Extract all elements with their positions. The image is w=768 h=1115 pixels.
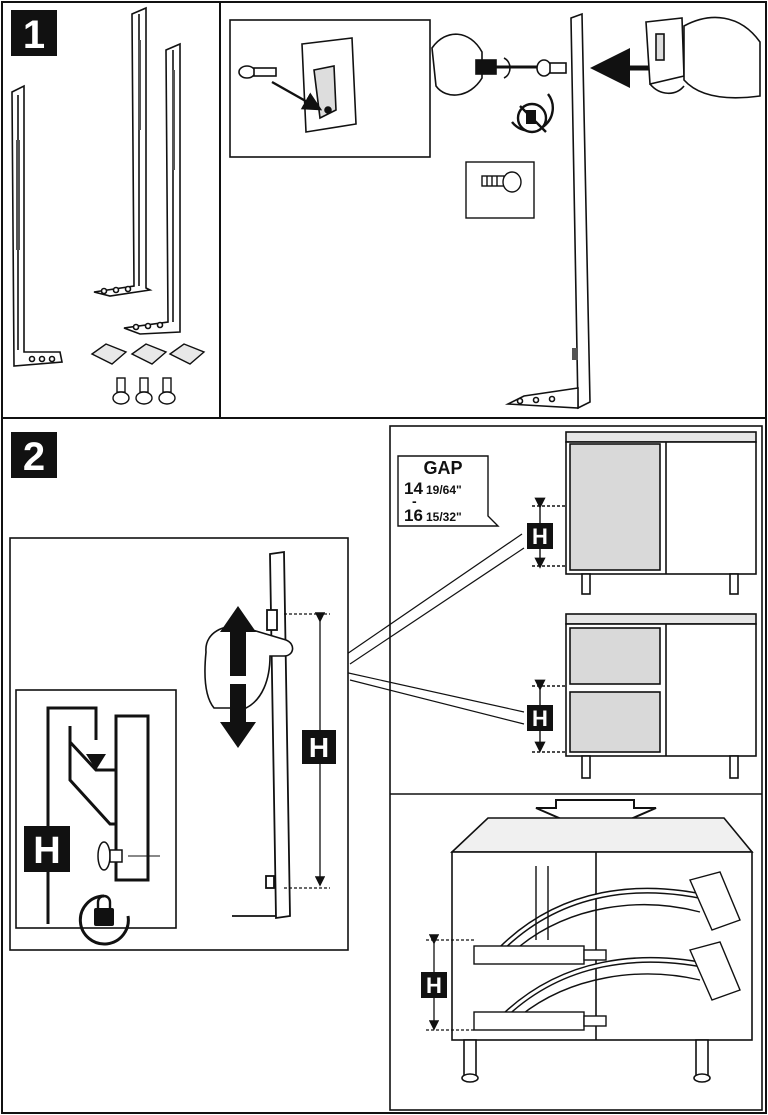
corner-h-label: H <box>426 973 442 998</box>
gap-callout: GAP 14 19/64" - 16 15/32" <box>398 456 498 526</box>
step-1-number: 1 <box>23 13 45 57</box>
gap-max-fraction: 15/32" <box>426 510 462 524</box>
gap-min-fraction: 19/64" <box>426 483 462 497</box>
hand-with-clip <box>646 18 760 98</box>
detail-h-label: H <box>309 732 329 763</box>
lower-cabinet <box>566 614 756 778</box>
step-2-number: 2 <box>23 435 45 479</box>
upper-cabinet <box>566 432 756 594</box>
upper-h-label: H <box>532 524 548 549</box>
screw-detail-box <box>466 162 534 218</box>
lower-h-label: H <box>532 706 548 731</box>
lock-h-label: H <box>33 830 60 872</box>
gap-title: GAP <box>423 458 462 478</box>
no-power-drill-icon <box>512 94 553 132</box>
clip-parts <box>92 344 204 364</box>
screwdriver-hand <box>432 34 566 95</box>
callout-connector-lines <box>344 534 524 724</box>
gap-max-whole: 16 <box>404 506 423 525</box>
screw-parts <box>113 378 175 404</box>
bracket-left <box>12 86 62 366</box>
step-2-section: 2 GAP 14 19/64" - <box>10 426 762 1110</box>
bracket-middle <box>94 8 150 296</box>
step-1-section: 1 <box>11 8 760 408</box>
